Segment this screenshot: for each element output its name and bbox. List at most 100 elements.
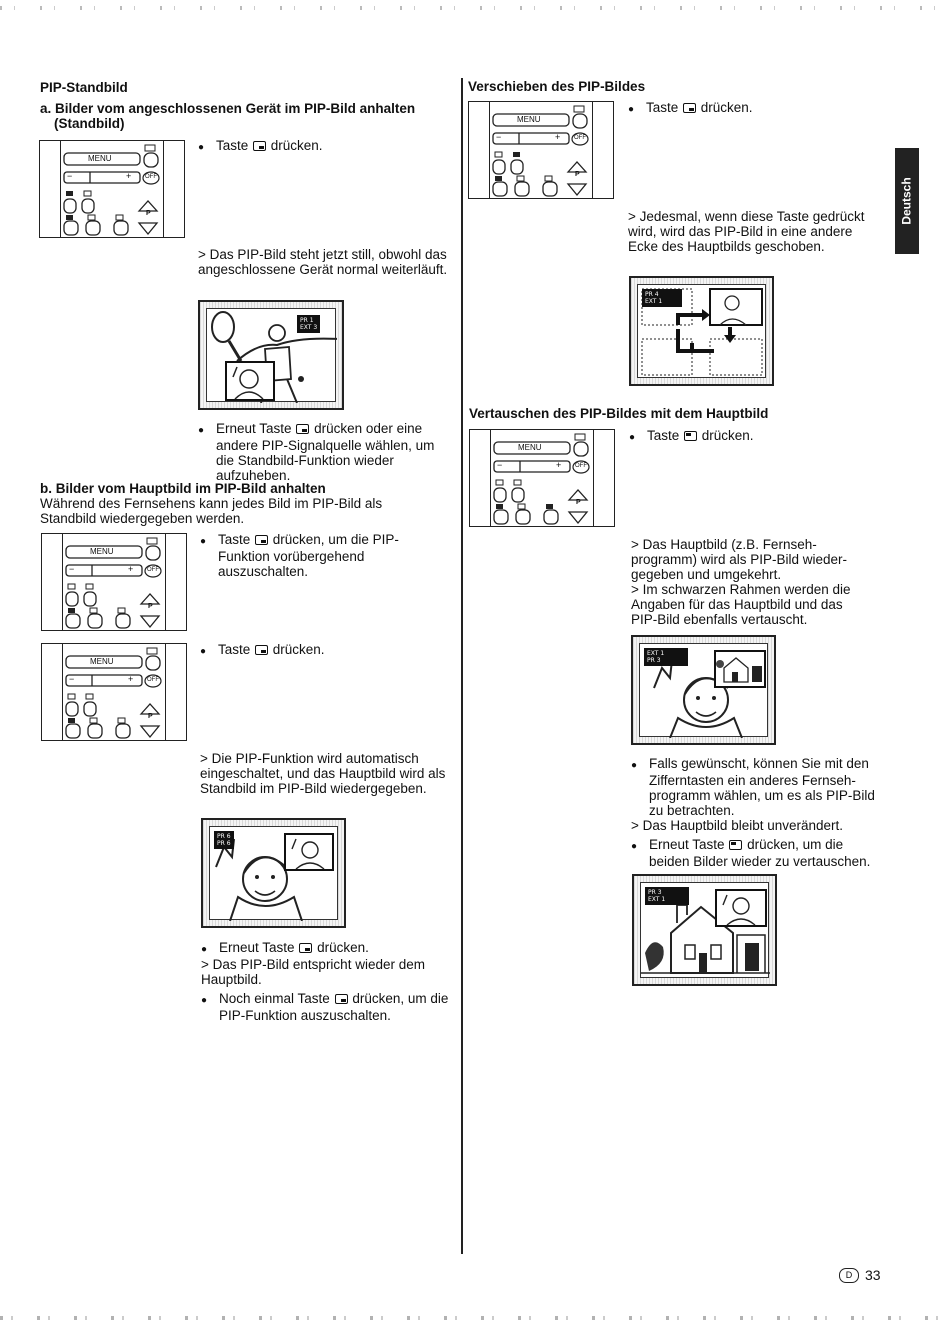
remote-minus-label: − [496,132,502,142]
r-sec1-step-pre: Taste [646,100,683,115]
a-step1-pre: Taste [216,138,253,153]
country-mark-text: D [845,1270,853,1280]
pip-freeze-icon [253,141,267,151]
language-tab-label: Deutsch [899,177,914,225]
page-number: 33 [865,1267,881,1283]
b-step1-pre: Taste [218,532,255,547]
scan-artifact-bottom [0,1316,950,1320]
remote-minus-label: − [67,171,73,181]
pip-icon [334,994,348,1004]
r-sec1-step: Taste drücken. [628,100,828,117]
boy1-label-1: PR 6 [217,833,231,840]
pip-corner-diagram [641,288,763,376]
r-sec2-step3-pre: Erneut Taste [649,837,729,852]
b-result: Die PIP-Funktion wird automatisch einges… [200,751,450,796]
r-sec2-result2: Im schwarzen Rahmen werden die Angaben f… [631,582,871,627]
a-result-text: Das PIP-Bild steht jetzt still, obwohl d… [198,247,448,277]
remote-plus-label: + [555,132,561,142]
tennis-label-2: EXT 3 [300,324,318,331]
a-step1: Taste drücken. [198,138,438,155]
scan-artifact-top [0,6,950,10]
boy2-label-1: EXT 1 [647,650,665,657]
remote-minus-label: − [497,460,503,470]
remote-buttons-a [63,144,160,236]
remote-buttons-r2 [493,433,590,525]
r-sec2-result1: Das Hauptbild (z.B. Fernseh-programm) wi… [631,537,871,582]
house-label-1: PR 3 [648,889,662,896]
boy-pip-illustration [722,894,756,926]
remote-menu-label: MENU [90,657,114,666]
pip-window-boy-freeze [284,833,334,871]
r-sec2-step3: Erneut Taste drücken, um die beiden Bild… [631,837,886,869]
pip-window-house [714,650,766,688]
remote-minus-label: − [69,564,75,574]
b-step3-post: drücken. [313,940,369,955]
section-title-pip-standbild: PIP-Standbild [40,80,128,95]
b-step2-pre: Taste [218,642,255,657]
remote-minus-label: − [69,674,75,684]
r-sec2-step2: Falls gewünscht, können Sie mit den Ziff… [631,756,886,833]
b-result-text: Die PIP-Funktion wird automatisch einges… [200,751,450,796]
a-step2: Erneut Taste drücken oder eine andere PI… [198,421,453,483]
b-step4-post: drücken, um die PIP-Funktion auszuschalt… [219,991,449,1023]
remote-control-r2: MENU − + OFF P [469,429,615,527]
remote-p-label: P [148,713,153,720]
b-step3-pre: Erneut Taste [219,940,299,955]
b-step4: Noch einmal Taste drücken, um die PIP-Fu… [201,991,456,1023]
r-sec2-results: Das Hauptbild (z.B. Fernseh-programm) wi… [631,537,871,627]
remote-p-label: P [146,210,151,217]
pip-move-icon [683,103,697,113]
remote-menu-label: MENU [518,443,542,452]
page-footer: D 33 [839,1268,881,1283]
pip-swap-icon [729,840,743,850]
waving-boy-illustration [653,659,743,739]
remote-p-label: P [575,171,580,178]
r-sec2-step-post: drücken. [698,428,754,443]
a-step1-post: drücken. [267,138,323,153]
r-sec1-result-text: Jedesmal, wenn diese Taste gedrückt wird… [628,209,883,254]
remote-off-label: OFF [147,567,159,573]
remote-buttons-b2 [65,647,162,739]
r-sec2-step-pre: Taste [647,428,684,443]
house-label-2: EXT 1 [648,896,666,903]
corners-label-2: EXT 1 [645,298,663,305]
column-divider [461,78,463,1254]
remote-menu-label: MENU [88,154,112,163]
house-illustration [641,904,770,974]
pip-freeze-icon [255,645,269,655]
a-step2-post: drücken oder eine andere PIP-Signalquell… [216,421,435,483]
remote-plus-label: + [128,674,134,684]
remote-plus-label: + [556,460,562,470]
remote-plus-label: + [126,171,132,181]
boy1-label-2: PR 6 [217,840,231,847]
remote-off-label: OFF [147,677,159,683]
section-title-vertauschen: Vertauschen des PIP-Bildes mit dem Haupt… [469,406,769,421]
r-sec2-step: Taste drücken. [629,428,829,445]
pip-swap-icon [684,431,698,441]
a-step2-pre: Erneut Taste [216,421,296,436]
pip-icon [255,535,269,545]
remote-off-label: OFF [575,463,587,469]
r-sec1-result: Jedesmal, wenn diese Taste gedrückt wird… [628,209,883,254]
r-sec2-step3-post: drücken, um die beiden Bilder wieder zu … [649,837,871,869]
b-step3-result: Das PIP-Bild entspricht wieder dem Haupt… [201,957,456,987]
r-sec2-step2-result: Das Hauptbild bleibt unverändert. [631,818,886,833]
remote-plus-label: + [128,564,134,574]
remote-buttons-b1 [65,537,162,629]
remote-off-label: OFF [574,135,586,141]
remote-p-label: P [148,603,153,610]
remote-control-a: MENU − + OFF P [39,140,185,238]
b-step1: Taste drücken, um die PIP-Funktion vorüb… [200,532,400,579]
section-a-title: a. Bilder vom angeschlossenen Gerät im P… [40,101,416,131]
remote-menu-label: MENU [90,547,114,556]
boy2-label-2: PR 3 [647,657,661,664]
